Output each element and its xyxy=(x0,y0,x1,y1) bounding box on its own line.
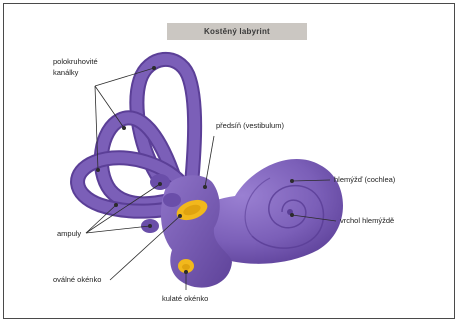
label-vestibule: předsíň (vestibulum) xyxy=(216,121,284,131)
label-round-window: kulaté okénko xyxy=(162,294,208,304)
label-oval-window: oválné okénko xyxy=(53,275,101,285)
label-cochlea: hlemýžď (cochlea) xyxy=(334,175,395,185)
label-semicircular-canals-line1: polokruhovité xyxy=(53,57,98,67)
label-semicircular-canals-line2: kanálky xyxy=(53,68,78,78)
label-cochlea-apex: vrchol hlemýždě xyxy=(340,216,394,226)
label-ampullae: ampuly xyxy=(57,229,81,239)
